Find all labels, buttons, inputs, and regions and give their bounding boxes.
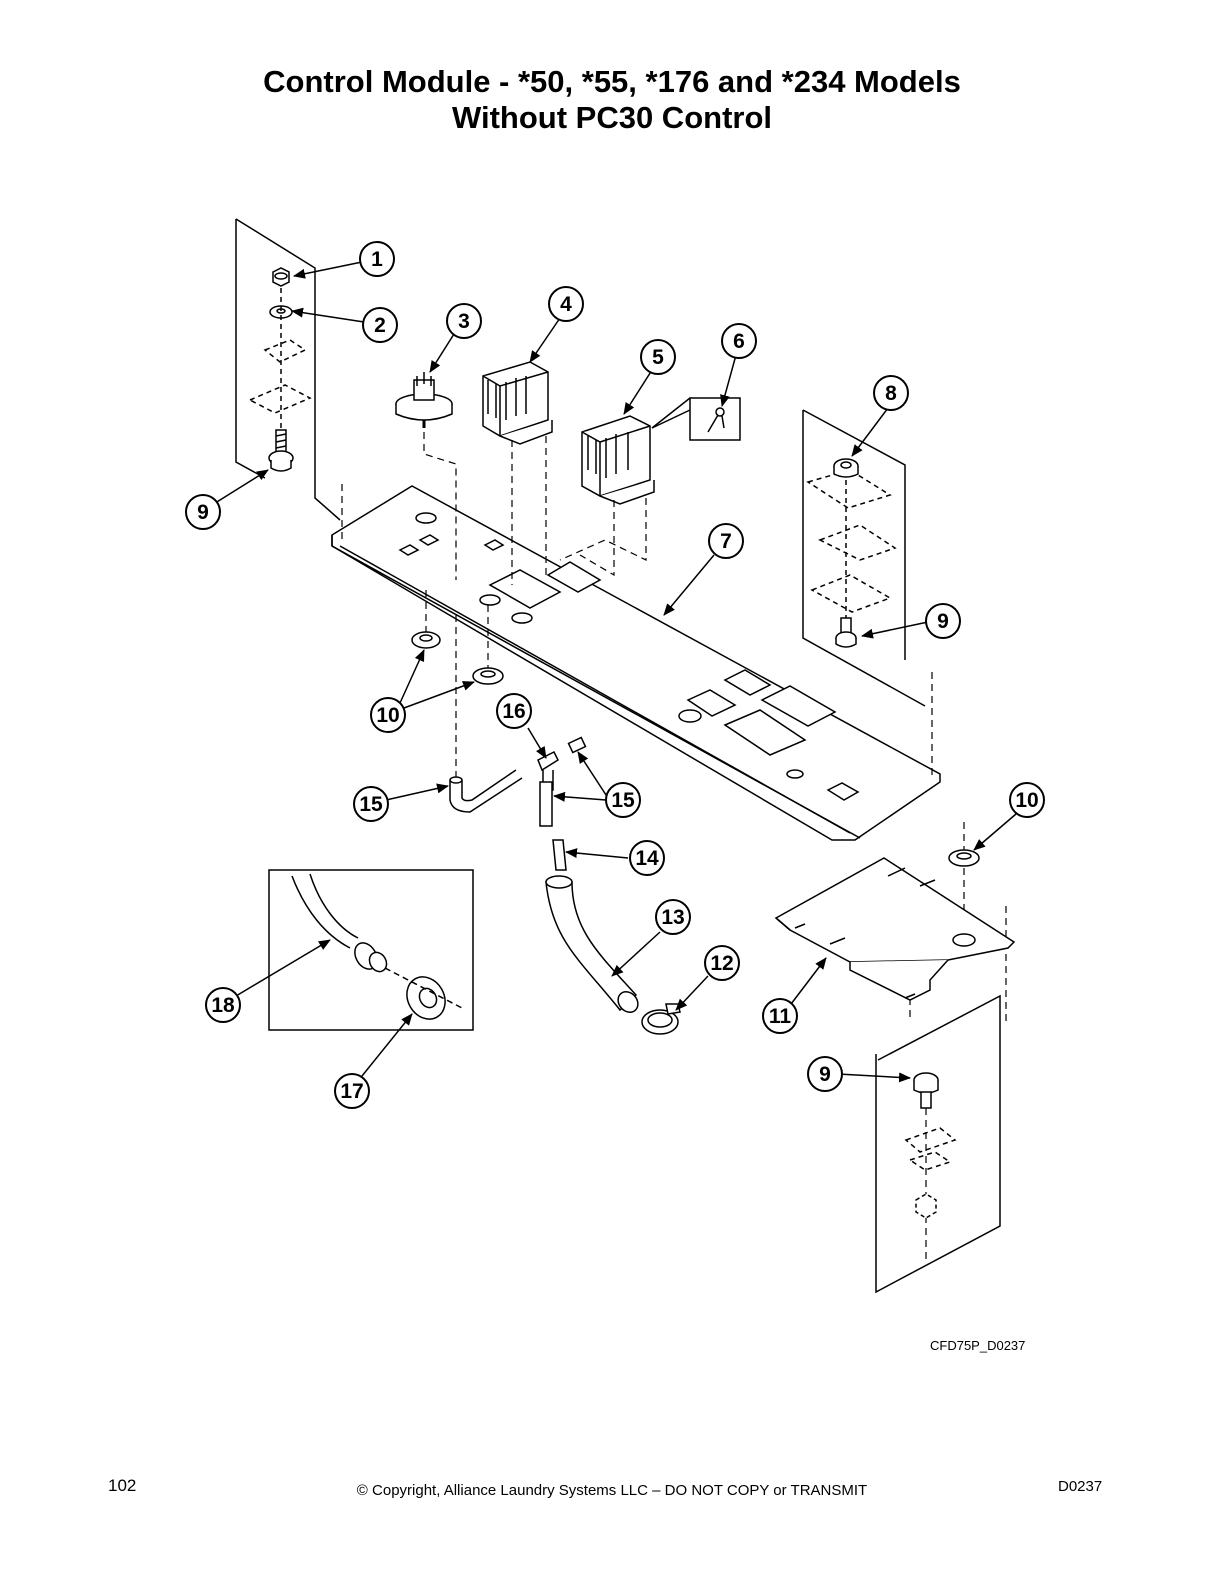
svg-text:8: 8 (885, 382, 897, 405)
svg-text:15: 15 (359, 793, 383, 816)
page-number: 102 (108, 1476, 137, 1495)
callout-13: 13 (655, 899, 691, 935)
svg-text:17: 17 (340, 1080, 363, 1103)
contactor-part (581, 415, 655, 505)
screw-part (913, 1072, 939, 1109)
bottom-right-detail-panel (875, 994, 1001, 1294)
clamp-part (641, 1003, 681, 1035)
svg-text:18: 18 (211, 994, 235, 1017)
hose-part (545, 875, 639, 1013)
hose-grommet-detail-box (268, 869, 474, 1031)
svg-text:9: 9 (819, 1063, 831, 1086)
svg-text:1: 1 (371, 248, 383, 271)
screw-part (268, 429, 294, 472)
callout-8: 8 (873, 375, 909, 411)
callout-9: 9 (807, 1056, 843, 1092)
copyright-notice: © Copyright, Alliance Laundry Systems LL… (356, 1482, 868, 1499)
suppressor-detail-box (651, 397, 741, 441)
callout-7: 7 (708, 523, 744, 559)
callout-1: 1 (359, 241, 395, 277)
callout-4: 4 (548, 286, 584, 322)
callout-9: 9 (925, 603, 961, 639)
bracket-part (774, 857, 1016, 1001)
leader-lines (211, 261, 1017, 1083)
nut-part (272, 267, 290, 287)
page-title-line-2: Without PC30 Control (451, 100, 773, 135)
svg-text:11: 11 (769, 1005, 792, 1028)
document-code: D0237 (1058, 1478, 1103, 1495)
callout-18: 18 (205, 987, 241, 1023)
svg-text:9: 9 (937, 610, 949, 633)
tube-part (552, 839, 567, 871)
svg-text:5: 5 (652, 346, 664, 369)
callout-group: 1 2 3 4 5 6 7 8 9 9 9 10 10 11 12 13 14 … (185, 241, 1045, 1109)
svg-text:16: 16 (502, 700, 525, 723)
callout-5: 5 (640, 339, 676, 375)
svg-text:6: 6 (733, 330, 745, 353)
callout-11: 11 (762, 998, 798, 1034)
grommet-part (411, 631, 980, 867)
drawing-code: CFD75P_D0237 (930, 1338, 1026, 1353)
svg-text:7: 7 (720, 530, 732, 553)
page-title-line-1: Control Module - *50, *55, *176 and *234… (263, 64, 961, 99)
callout-15: 15 (353, 786, 389, 822)
svg-text:4: 4 (560, 293, 572, 316)
svg-text:14: 14 (635, 847, 659, 870)
callout-6: 6 (721, 323, 757, 359)
control-panel-part (331, 485, 941, 841)
callout-14: 14 (629, 840, 665, 876)
callout-16: 16 (496, 693, 532, 729)
hose-part (449, 769, 523, 813)
nut-part (833, 458, 859, 478)
tee-fitting-part (537, 736, 587, 791)
callout-15: 15 (605, 782, 641, 818)
callout-12: 12 (704, 945, 740, 981)
nut-part (915, 1193, 937, 1219)
callout-17: 17 (334, 1073, 370, 1109)
svg-text:12: 12 (710, 952, 733, 975)
svg-text:2: 2 (374, 314, 386, 337)
callout-10: 10 (1009, 782, 1045, 818)
callout-10: 10 (370, 697, 406, 733)
hose-part (539, 781, 553, 827)
callout-2: 2 (362, 307, 398, 343)
svg-text:10: 10 (376, 704, 399, 727)
right-detail-panel (802, 409, 926, 707)
contactor-part (482, 361, 553, 445)
screw-part (835, 617, 857, 648)
callout-9: 9 (185, 494, 221, 530)
svg-text:10: 10 (1015, 789, 1038, 812)
svg-text:13: 13 (661, 906, 684, 929)
svg-text:15: 15 (611, 789, 635, 812)
svg-text:9: 9 (197, 501, 209, 524)
svg-text:3: 3 (458, 310, 470, 333)
pressure-switch-part (395, 372, 453, 428)
callout-3: 3 (446, 303, 482, 339)
left-detail-panel (235, 218, 341, 521)
